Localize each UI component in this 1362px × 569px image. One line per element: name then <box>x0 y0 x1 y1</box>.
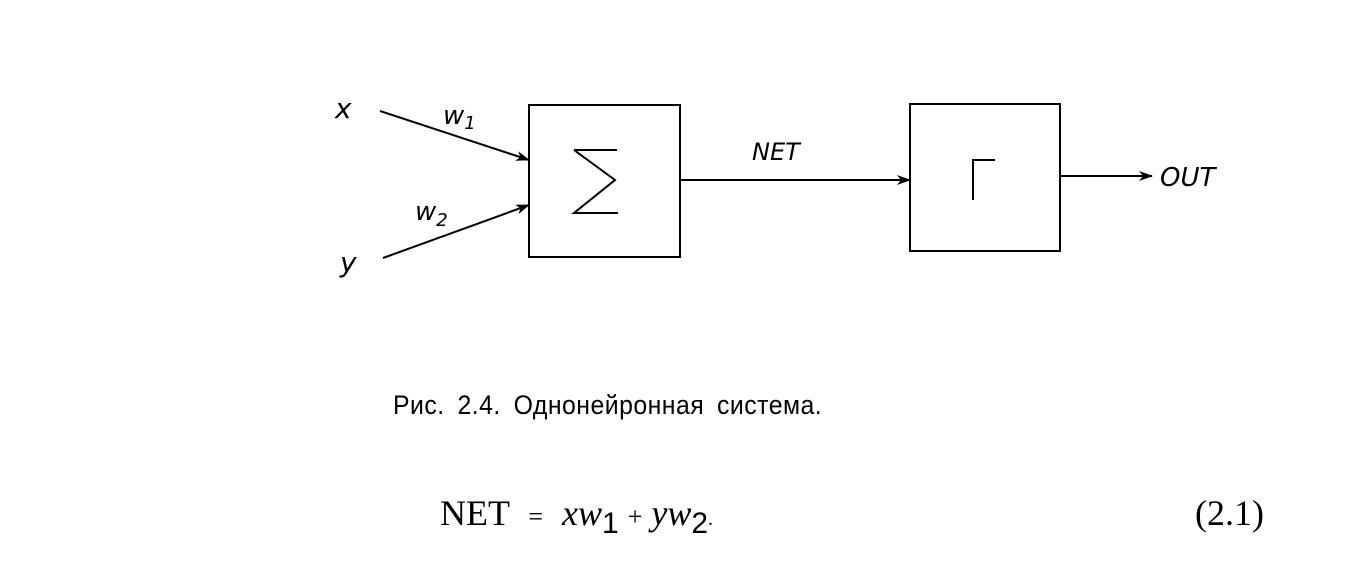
equation: NET = xw1 + yw2. <box>440 492 714 540</box>
equation-term1: xw <box>562 493 602 533</box>
input-x-label: x <box>334 92 352 125</box>
equation-equals: = <box>528 502 543 531</box>
sigma-symbol: ∑ <box>0 0 1 1</box>
equation-plus: + <box>627 502 643 531</box>
equation-period: . <box>708 508 714 530</box>
equation-term2-sub: 2 <box>691 507 709 540</box>
weight-1-label: w1 <box>443 101 476 134</box>
input-x-arrow <box>379 110 530 161</box>
equation-term1-sub: 1 <box>602 507 619 540</box>
activation-label: F <box>0 0 1 1</box>
input-y-label: y <box>339 246 357 279</box>
input-y-arrow <box>382 204 530 259</box>
output-label: OUT <box>1160 163 1217 193</box>
activation-block <box>909 103 1061 252</box>
summation-block <box>528 104 681 258</box>
net-label: NET <box>752 138 802 166</box>
equation-lhs: NET <box>440 493 510 533</box>
equation-term2: yw <box>651 493 692 533</box>
sigma-icon <box>571 149 618 214</box>
equation-number: (2.1) <box>1195 493 1264 533</box>
figure-caption: Рис. 2.4. Однонейронная система. <box>393 390 823 420</box>
activation-f-glyph <box>972 159 995 200</box>
weight-2-label: w2 <box>415 197 448 231</box>
